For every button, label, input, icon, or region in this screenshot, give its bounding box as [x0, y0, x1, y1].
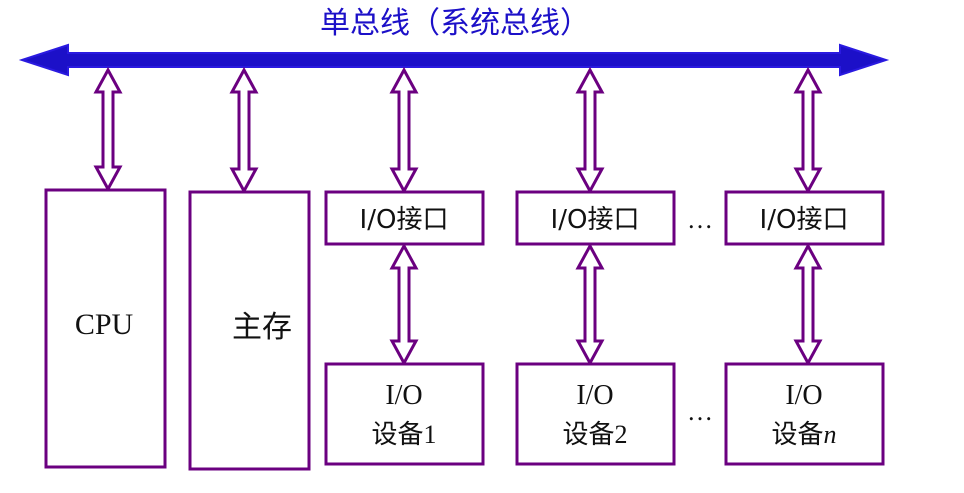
io-interface-label-3: I/O接口: [760, 205, 849, 235]
interface2-device-connector-arrow: [575, 242, 605, 367]
interface3-bus-connector-arrow: [793, 66, 823, 195]
interface-ellipsis: …: [687, 205, 713, 234]
cpu-label: CPU: [75, 308, 134, 341]
io-device-index-1: 1: [424, 420, 437, 449]
io-device-line1-2: I/O: [576, 380, 613, 411]
interface1-device-connector-arrow: [389, 242, 419, 367]
io-interface-box-2: [515, 190, 676, 246]
io-device-box-2: [515, 362, 676, 466]
io-interface-label-2: I/O接口: [551, 205, 640, 235]
main-memory-box: [188, 190, 311, 471]
interface2-bus-connector-arrow: [575, 66, 605, 195]
io-device-line2-3: 设备n: [771, 420, 836, 450]
interface3-device-connector-arrow: [793, 242, 823, 367]
cpu-bus-connector-arrow: [93, 66, 123, 193]
io-device-box-3: [724, 362, 885, 466]
io-interface-label-1: I/O接口: [360, 205, 449, 235]
io-device-index-3: n: [824, 420, 837, 449]
io-device-line1-3: I/O: [785, 380, 822, 411]
io-device-index-2: 2: [615, 420, 628, 449]
io-device-prefix-3: 设备: [771, 420, 823, 450]
main-memory-label: 主存: [232, 310, 292, 345]
interface1-bus-connector-arrow: [389, 66, 419, 195]
io-device-line2-1: 设备1: [371, 420, 436, 450]
io-device-line2-2: 设备2: [562, 420, 627, 450]
io-device-box-1: [324, 362, 485, 466]
diagram-title: 单总线（系统总线）: [320, 6, 590, 41]
device-ellipsis: …: [687, 397, 713, 426]
io-device-line1-1: I/O: [385, 380, 422, 411]
system-bus-arrow: [18, 43, 890, 77]
io-interface-box-1: [324, 190, 485, 246]
io-device-prefix-2: 设备: [562, 420, 614, 450]
io-interface-box-3: [724, 190, 885, 246]
io-device-prefix-1: 设备: [371, 420, 423, 450]
cpu-box: [44, 188, 167, 469]
memory-bus-connector-arrow: [229, 66, 259, 195]
